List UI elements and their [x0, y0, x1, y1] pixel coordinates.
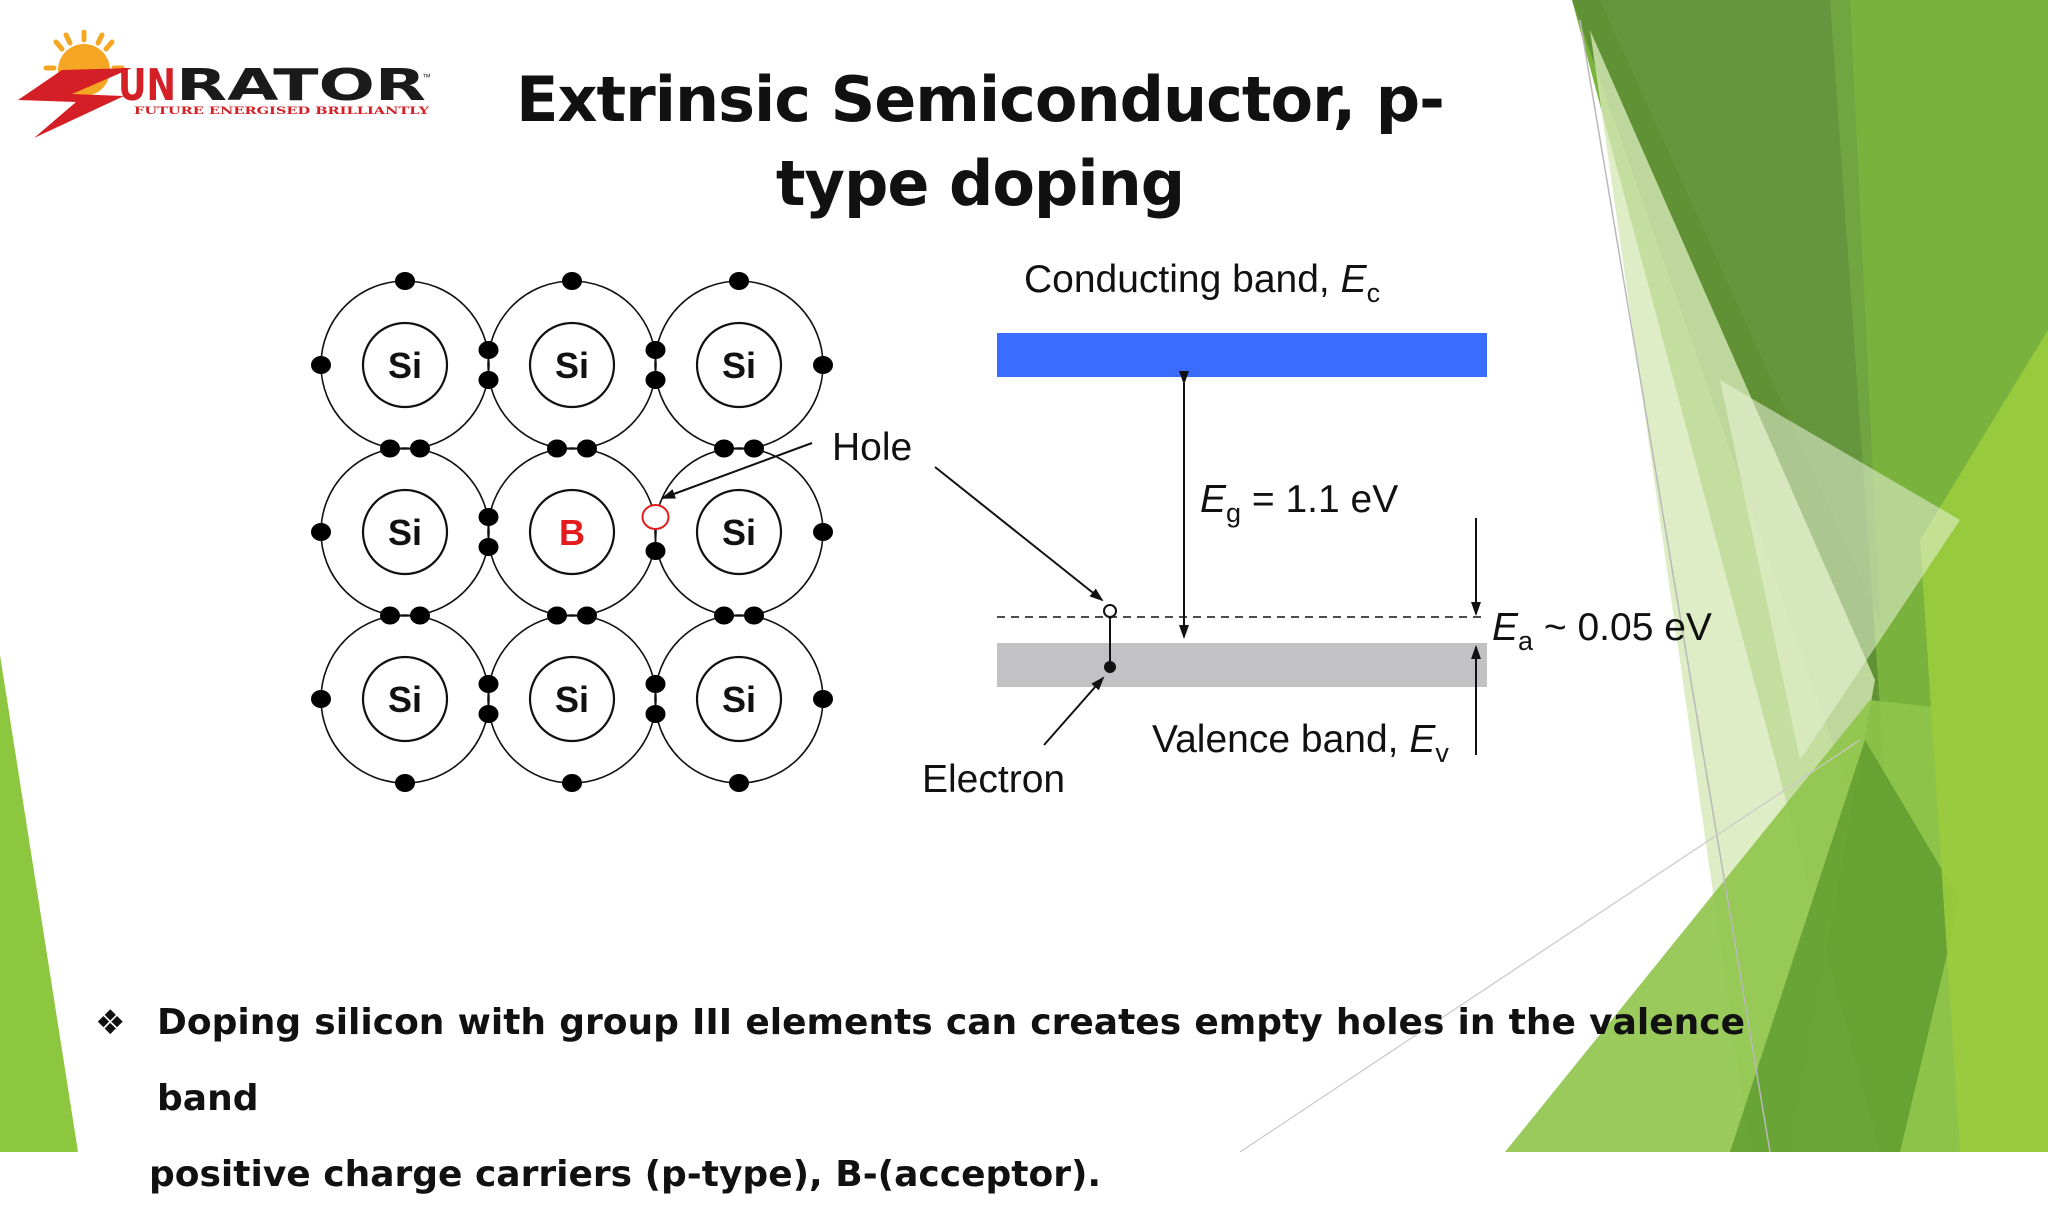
dopant-atom-label: B — [559, 512, 585, 553]
bullet-text-line1: Doping silicon with group III elements c… — [157, 1002, 1745, 1119]
acceptor-energy-label: Ea ~ 0.05 eV — [1492, 606, 1712, 656]
si-atom-label: Si — [388, 345, 422, 386]
valence-electron — [645, 341, 666, 359]
atom-core — [361, 655, 449, 743]
valence-electron — [311, 523, 331, 541]
valence-electron — [714, 439, 734, 458]
valence-electron — [311, 356, 331, 374]
si-atom-label: Si — [388, 679, 422, 720]
valence-electron — [410, 606, 430, 625]
electron-pointer — [1043, 676, 1105, 746]
valence-electron — [478, 675, 499, 693]
valence-electron — [395, 272, 415, 290]
valence-electron — [645, 675, 666, 693]
valence-electron — [562, 774, 582, 792]
outer-shell — [487, 447, 657, 617]
valence-electron — [547, 439, 567, 458]
valence-electron — [478, 508, 499, 526]
atom-core — [361, 488, 449, 576]
deco-facet-bright — [1920, 330, 2048, 1152]
atom-core — [695, 655, 783, 743]
valence-electron — [311, 690, 331, 708]
valence-electron — [478, 538, 499, 556]
valence-electron — [562, 272, 582, 290]
valence-electron — [410, 439, 430, 458]
valence-electron — [813, 690, 833, 708]
valence-electron — [813, 356, 833, 374]
decorative-background — [0, 0, 2048, 1152]
logo-tagline: FUTURE ENERGISED BRILLIANTLY — [134, 106, 430, 117]
atom-core — [695, 488, 783, 576]
valence-electron — [478, 341, 499, 359]
valence-electron — [714, 606, 734, 625]
valence-electron — [744, 439, 764, 458]
atom-core — [528, 488, 616, 576]
band-gap-label: Eg = 1.1 eV — [1200, 478, 1398, 528]
deco-facet-left — [0, 655, 78, 1152]
slide-title: Extrinsic Semiconductor, p-type doping — [516, 63, 1445, 220]
valence-electron — [380, 606, 400, 625]
valence-electron — [813, 523, 833, 541]
atom-core — [528, 655, 616, 743]
valence-electron — [547, 606, 567, 625]
valence-electron — [577, 606, 597, 625]
deco-facet-haze — [1720, 380, 1960, 760]
bullet-marker-icon: ❖ — [95, 1003, 126, 1043]
sunrator-logo: UN RATOR ™ FUTURE ENERGISED BRILLIANTLY — [18, 30, 431, 138]
si-atom-label: Si — [388, 512, 422, 553]
band-electron-marker — [1104, 661, 1116, 673]
atom-core — [695, 321, 783, 409]
atom-core — [361, 321, 449, 409]
valence-electron — [744, 606, 764, 625]
valence-electron — [395, 774, 415, 792]
valence-electron — [478, 371, 499, 389]
band-hole-marker — [1103, 604, 1117, 618]
valence-band-label: Valence band, Ev — [1152, 718, 1449, 768]
valence-band-bar — [997, 643, 1487, 687]
logo-wordmark-red: UN — [118, 60, 176, 111]
si-atom-label: Si — [555, 679, 589, 720]
bullet-point: ❖ Doping silicon with group III elements… — [95, 985, 1745, 1213]
valence-electron — [645, 705, 666, 723]
conduction-band-label: Conducting band, Ec — [1024, 258, 1380, 308]
valence-electron — [577, 439, 597, 458]
hole-pointer-band — [934, 466, 1104, 602]
logo-wordmark-dark: RATOR — [176, 60, 426, 111]
atom-core — [528, 321, 616, 409]
bullet-text-line2: positive charge carriers (p-type), B-(ac… — [149, 1154, 1102, 1195]
si-atom-label: Si — [722, 679, 756, 720]
si-atom-label: Si — [722, 345, 756, 386]
hole-marker — [641, 504, 670, 530]
band-energy-diagram: Conducting band, Ec Eg = 1.1 eV Ea ~ 0.0… — [661, 258, 1712, 801]
valence-electron — [645, 542, 666, 560]
hole-label: Hole — [832, 426, 912, 469]
valence-electron — [729, 774, 749, 792]
deco-line-1 — [1579, 19, 1771, 1152]
valence-electron — [380, 439, 400, 458]
hole-pointer-lattice — [661, 442, 813, 499]
electron-label: Electron — [922, 758, 1065, 801]
logo-s-bolt — [18, 68, 132, 138]
si-atom-label: Si — [555, 345, 589, 386]
deco-facet-deep — [1730, 740, 1960, 1152]
logo-trademark: ™ — [422, 72, 431, 82]
valence-electron — [645, 371, 666, 389]
si-atom-label: Si — [722, 512, 756, 553]
deco-line-2 — [1239, 739, 1861, 1152]
valence-electron — [478, 705, 499, 723]
conduction-band-bar — [997, 333, 1487, 377]
valence-electron — [729, 272, 749, 290]
